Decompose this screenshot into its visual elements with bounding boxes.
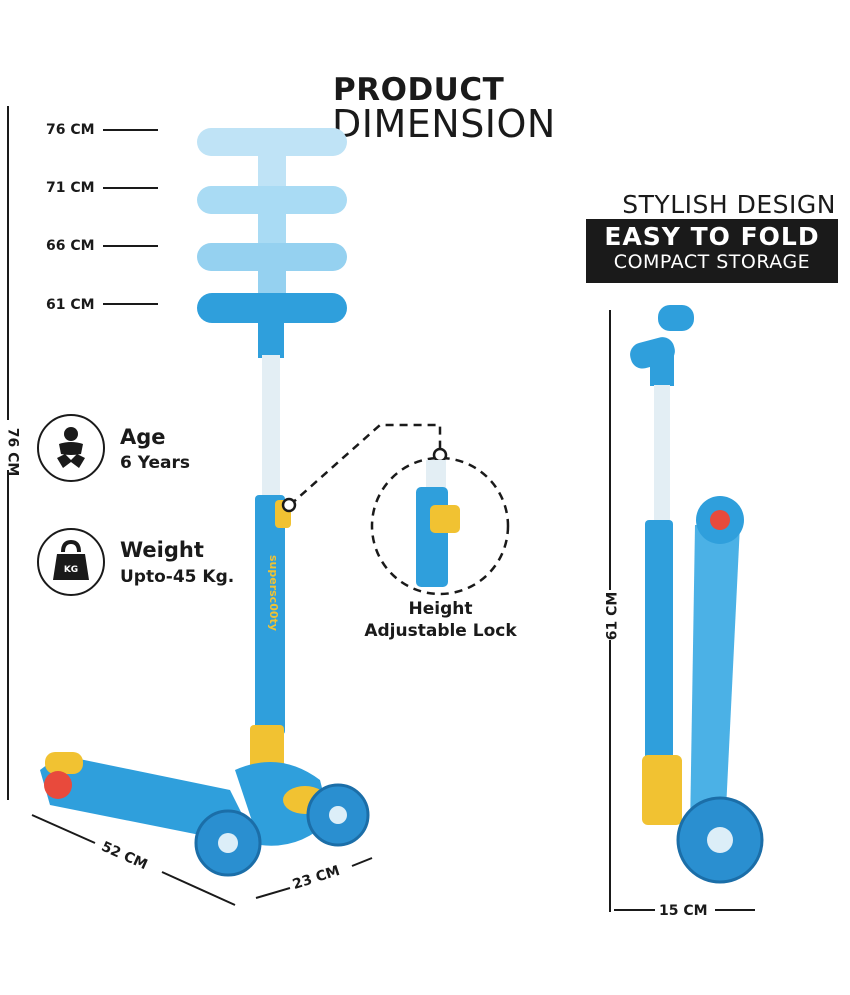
main-scooter: supersc00ty (40, 293, 370, 877)
lock-label: Height Adjustable Lock (348, 598, 533, 642)
lock-callout (289, 423, 510, 596)
age-title: Age (120, 425, 166, 449)
weight-value: Upto-45 Kg. (120, 567, 235, 587)
height-mark-61: 61 CM (46, 297, 95, 313)
lock-closeup (416, 460, 460, 587)
feature-tagline: STYLISH DESIGN (622, 190, 836, 219)
feature-highlight-box: EASY TO FOLD COMPACT STORAGE (586, 219, 838, 283)
kettlebell-icon: KG (37, 528, 105, 596)
height-mark-76: 76 CM (46, 122, 95, 138)
title-line1: PRODUCT (333, 72, 505, 108)
baby-icon (37, 414, 105, 482)
feature-sub: COMPACT STORAGE (613, 251, 811, 273)
height-ticks (7, 106, 158, 800)
folded-scooter (630, 305, 764, 884)
lock-label-line2: Adjustable Lock (364, 621, 517, 641)
brand-text: supersc00ty (267, 555, 280, 631)
feature-highlight: EASY TO FOLD (604, 222, 820, 251)
kg-badge: KG (64, 565, 78, 575)
ghost-handlebars (197, 128, 347, 306)
lock-label-line1: Height (408, 599, 473, 619)
height-mark-66: 66 CM (46, 238, 95, 254)
folded-width-dimension: 15 CM (659, 903, 708, 919)
title-line2: DIMENSION (332, 102, 556, 146)
height-mark-71: 71 CM (46, 180, 95, 196)
age-value: 6 Years (120, 453, 191, 473)
weight-title: Weight (120, 538, 204, 562)
